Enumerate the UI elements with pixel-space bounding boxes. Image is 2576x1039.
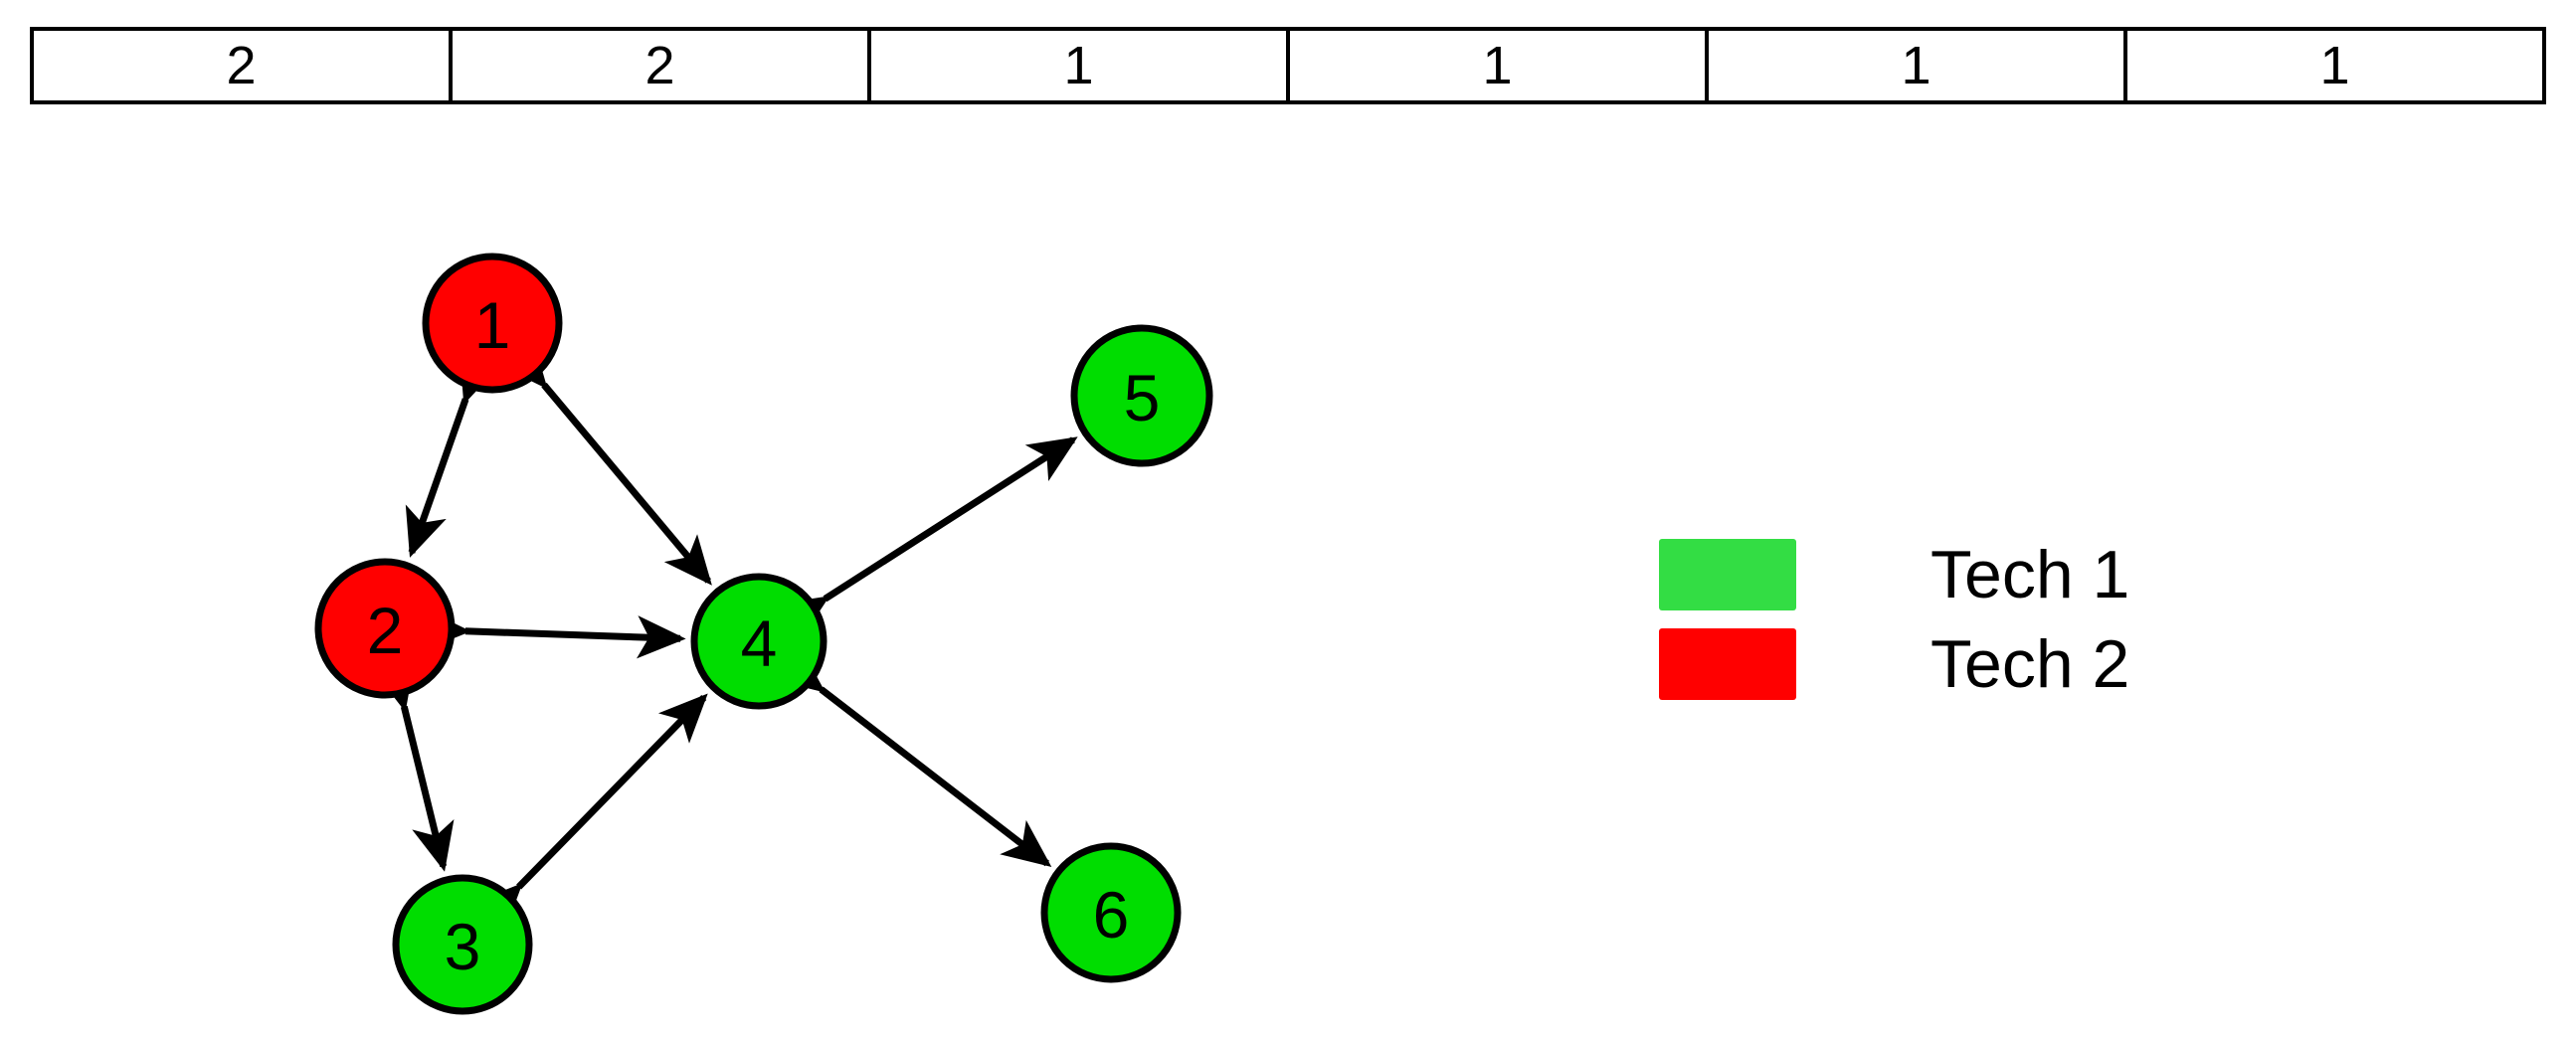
graph-edge-4-6 — [773, 645, 1052, 867]
graph-edge-2-4 — [421, 607, 686, 659]
graph-canvas: 1 2 3 4 5 6 — [314, 253, 1213, 1015]
node-circle-3 — [392, 874, 533, 1015]
graph-node-1[interactable]: 1 — [422, 253, 563, 394]
node-circle-1 — [422, 253, 563, 394]
legend-swatch-tech-2 — [1659, 628, 1796, 700]
nodes-layer: 1 2 3 4 5 6 — [314, 253, 1213, 1015]
array-cell: 2 — [453, 31, 871, 100]
node-label-2: 2 — [367, 594, 404, 667]
graph-node-2[interactable]: 2 — [314, 558, 456, 699]
legend-label-tech-2: Tech 2 — [1931, 626, 2130, 702]
graph-edge-3-4 — [472, 693, 708, 934]
legend-item-tech-1: Tech 1 — [1659, 530, 2276, 619]
graph-edge-2-3 — [372, 659, 455, 872]
legend: Tech 1 Tech 2 — [1659, 530, 2276, 709]
array-cell: 1 — [1290, 31, 1709, 100]
node-circle-6 — [1040, 842, 1182, 983]
graph-edge-4-5 — [777, 436, 1078, 641]
edges-layer — [372, 337, 1078, 934]
node-label-4: 4 — [741, 606, 778, 680]
array-cell: 1 — [1709, 31, 2127, 100]
node-circle-4 — [690, 573, 828, 710]
array-cell: 1 — [2319, 36, 2350, 95]
node-label-3: 3 — [445, 910, 481, 983]
node-label-1: 1 — [474, 288, 511, 362]
node-circle-2 — [314, 558, 456, 699]
graph-node-5[interactable]: 5 — [1070, 324, 1213, 467]
graph-diagram: 1 2 3 4 5 6 — [0, 119, 1392, 1039]
legend-swatch-tech-1 — [1659, 539, 1796, 610]
legend-label-tech-1: Tech 1 — [1931, 537, 2130, 612]
node-label-6: 6 — [1093, 878, 1130, 952]
array-table: 2 2 1 1 1 1 — [30, 27, 2546, 104]
graph-node-4[interactable]: 4 — [690, 573, 828, 710]
array-cell: 2 — [34, 31, 453, 100]
graph-edge-1-2 — [405, 351, 500, 558]
graph-edge-1-4 — [499, 337, 712, 586]
array-cell: 1 — [871, 31, 1290, 100]
graph-node-6[interactable]: 6 — [1040, 842, 1182, 983]
graph-node-3[interactable]: 3 — [392, 874, 533, 1015]
legend-item-tech-2: Tech 2 — [1659, 619, 2276, 709]
node-circle-5 — [1070, 324, 1213, 467]
node-label-5: 5 — [1124, 361, 1161, 434]
